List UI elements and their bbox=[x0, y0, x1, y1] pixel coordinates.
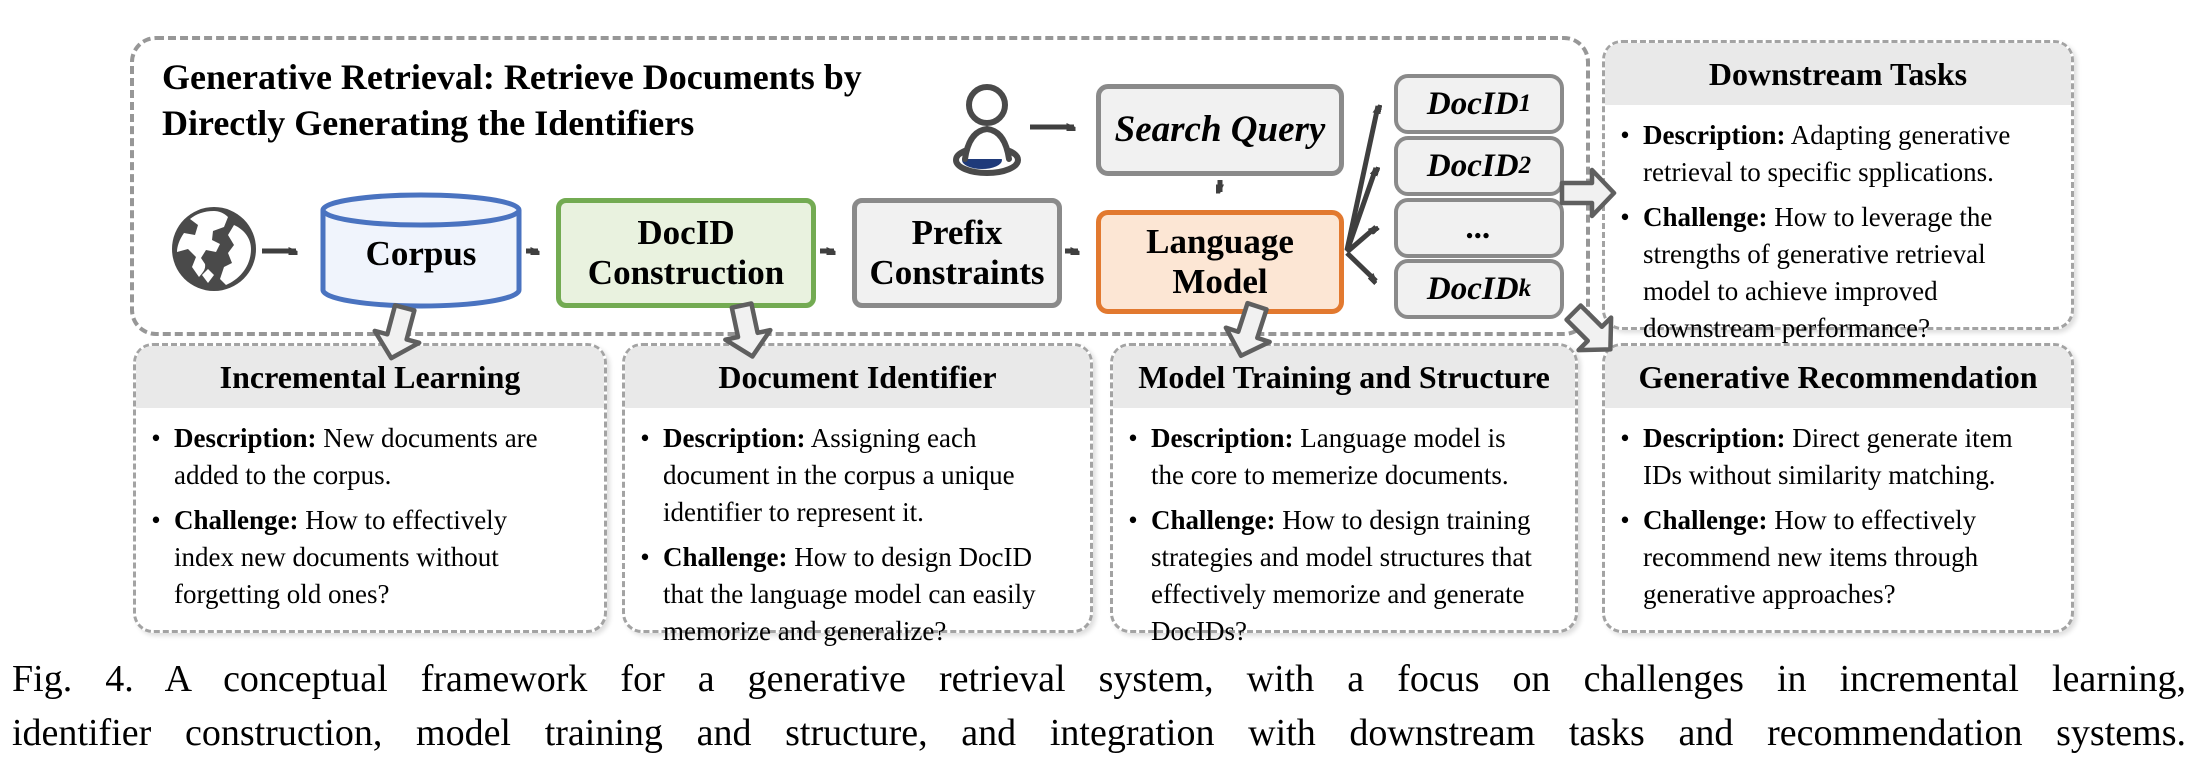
corpus-cylinder bbox=[320, 192, 522, 309]
bullet-dot: • bbox=[151, 505, 161, 535]
bullet-dot: • bbox=[1128, 505, 1138, 535]
bullet-dot: • bbox=[1620, 505, 1630, 535]
description-text: Language model is the core to memerize d… bbox=[1151, 423, 1509, 490]
panel-body: • Description: Assigning each document i… bbox=[625, 408, 1090, 650]
panel-model-training-structure: Model Training and Structure • Descripti… bbox=[1110, 343, 1578, 646]
figure-caption: Fig. 4. A conceptual framework for a gen… bbox=[12, 658, 2186, 754]
bullet-text: Description: Direct generate item IDs wi… bbox=[1643, 420, 2013, 494]
challenge-label: Challenge: bbox=[1643, 202, 1768, 232]
challenge-label: Challenge: bbox=[174, 505, 299, 535]
bullet-text: Description: Adapting generative retriev… bbox=[1643, 117, 2010, 191]
bullet-description: • Description: New documents are added t… bbox=[146, 420, 602, 494]
panel-generative-recommendation: Generative Recommendation • Description:… bbox=[1602, 343, 2074, 633]
panel-document-identifier: Document Identifier • Description: Assig… bbox=[622, 343, 1093, 646]
challenge-label: Challenge: bbox=[663, 542, 788, 572]
bullet-text: Description: Assigning each document in … bbox=[663, 420, 1015, 531]
bullet-text: Challenge: How to effectively index new … bbox=[174, 502, 507, 613]
globe-icon bbox=[172, 207, 256, 291]
challenge-text: How to design DocID that the language mo… bbox=[663, 542, 1036, 646]
challenge-label: Challenge: bbox=[1643, 505, 1768, 535]
docid-output-base: DocID bbox=[1426, 147, 1519, 184]
bullet-description: • Description: Adapting generative retri… bbox=[1615, 117, 2069, 191]
bullet-text: Challenge: How to design DocID that the … bbox=[663, 539, 1036, 650]
bullet-description: • Description: Assigning each document i… bbox=[635, 420, 1088, 531]
user-icon bbox=[953, 84, 1021, 176]
bullet-dot: • bbox=[1128, 423, 1138, 453]
panel-title: Model Training and Structure bbox=[1113, 346, 1575, 408]
bullet-text: Description: New documents are added to … bbox=[174, 420, 538, 494]
bullet-description: • Description: Language model is the cor… bbox=[1123, 420, 1573, 494]
figure-inner-title: Generative Retrieval: Retrieve Documents… bbox=[162, 57, 862, 143]
bullet-description: • Description: Direct generate item IDs … bbox=[1615, 420, 2069, 494]
bullet-challenge: • Challenge: How to design DocID that th… bbox=[635, 539, 1088, 650]
description-text: Direct generate item IDs without similar… bbox=[1643, 423, 2013, 490]
bullet-challenge: • Challenge: How to leverage the strengt… bbox=[1615, 199, 2069, 347]
docid-output-base: DocID bbox=[1426, 85, 1519, 122]
challenge-text: How to effectively index new documents w… bbox=[174, 505, 508, 609]
panel-downstream-tasks: Downstream Tasks • Description: Adapting… bbox=[1602, 40, 2074, 343]
bullet-text: Description: Language model is the core … bbox=[1151, 420, 1509, 494]
challenge-text: How to design training strategies and mo… bbox=[1151, 505, 1532, 646]
description-label: Description: bbox=[174, 423, 317, 453]
corpus-label: Corpus bbox=[365, 234, 477, 273]
bullet-text: Challenge: How to design training strate… bbox=[1151, 502, 1532, 650]
bullet-dot: • bbox=[640, 423, 650, 453]
description-label: Description: bbox=[1643, 120, 1786, 150]
panel-title: Downstream Tasks bbox=[1605, 43, 2071, 105]
prefix-constraints-box: Prefix Constraints bbox=[852, 198, 1062, 308]
bullet-text: Challenge: How to leverage the strengths… bbox=[1643, 199, 1992, 347]
bullet-dot: • bbox=[1620, 202, 1630, 232]
docid-output-ellipsis: ... bbox=[1394, 198, 1564, 258]
panel-title: Incremental Learning bbox=[136, 346, 604, 408]
bullet-challenge: • Challenge: How to design training stra… bbox=[1123, 502, 1573, 650]
description-text: New documents are added to the corpus. bbox=[174, 423, 538, 490]
description-label: Description: bbox=[1643, 423, 1786, 453]
challenge-text: How to leverage the strengths of generat… bbox=[1643, 202, 1993, 343]
docid-construction-box: DocID Construction bbox=[556, 198, 816, 308]
description-label: Description: bbox=[1151, 423, 1294, 453]
bullet-dot: • bbox=[1620, 120, 1630, 150]
panel-incremental-learning: Incremental Learning • Description: New … bbox=[133, 343, 607, 633]
bullet-challenge: • Challenge: How to effectively index ne… bbox=[146, 502, 602, 613]
panel-title: Document Identifier bbox=[625, 346, 1090, 408]
language-model-box: Language Model bbox=[1096, 210, 1344, 314]
description-text: Assigning each document in the corpus a … bbox=[663, 423, 1015, 527]
challenge-label: Challenge: bbox=[1151, 505, 1276, 535]
challenge-text: How to effectively recommend new items t… bbox=[1643, 505, 1979, 609]
panel-body: • Description: New documents are added t… bbox=[136, 408, 604, 613]
bullet-dot: • bbox=[1620, 423, 1630, 453]
docid-output-base: DocID bbox=[1426, 270, 1519, 307]
panel-body: • Description: Adapting generative retri… bbox=[1605, 105, 2071, 347]
bullet-dot: • bbox=[151, 423, 161, 453]
docid-output-base: ... bbox=[1466, 209, 1492, 246]
description-text: Adapting generative retrieval to specifi… bbox=[1643, 120, 2011, 187]
panel-body: • Description: Direct generate item IDs … bbox=[1605, 408, 2071, 613]
bullet-dot: • bbox=[640, 542, 650, 572]
panel-body: • Description: Language model is the cor… bbox=[1113, 408, 1575, 650]
description-label: Description: bbox=[663, 423, 806, 453]
search-query-box: Search Query bbox=[1096, 84, 1344, 176]
panel-title: Generative Recommendation bbox=[1605, 346, 2071, 408]
bullet-text: Challenge: How to effectively recommend … bbox=[1643, 502, 1978, 613]
bullet-challenge: • Challenge: How to effectively recommen… bbox=[1615, 502, 2069, 613]
